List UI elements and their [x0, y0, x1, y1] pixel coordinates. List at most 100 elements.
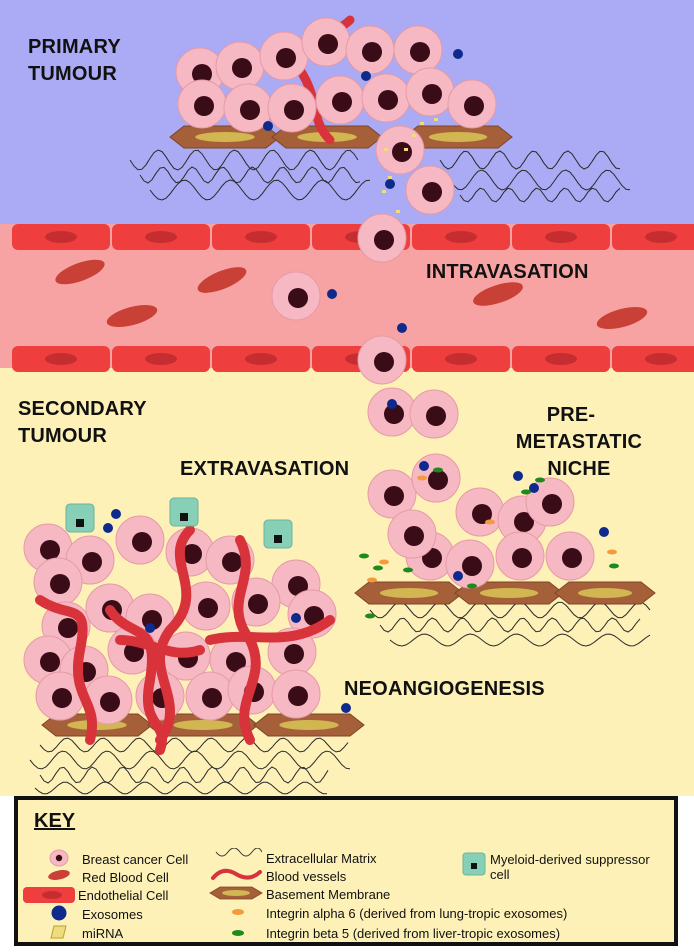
mdsc-nucleus: [180, 513, 188, 521]
breast-cancer-cell-nucleus: [100, 692, 120, 712]
endothelial-cell-icon: [22, 886, 76, 904]
exosome: [291, 613, 301, 623]
red-blood-cell-icon: [46, 868, 72, 882]
breast-cancer-cell-nucleus: [422, 84, 442, 104]
exosome: [453, 571, 463, 581]
breast-cancer-cell-nucleus: [240, 100, 260, 120]
breast-cancer-cell-nucleus: [222, 552, 242, 572]
key-red-blood-cell: Red Blood Cell: [82, 870, 169, 885]
endothelial-cell-nucleus: [145, 353, 177, 365]
breast-cancer-cell-nucleus: [332, 92, 352, 112]
basement-membrane-icon: [208, 886, 264, 900]
pre-metastatic-niche-label-line: NICHE: [514, 456, 644, 483]
exosome: [327, 289, 337, 299]
exosome: [453, 49, 463, 59]
breast-cancer-cell-nucleus: [542, 494, 562, 514]
secondary-tumour-label-line: SECONDARY: [18, 396, 147, 423]
endothelial-cell-nucleus: [45, 231, 77, 243]
exosome: [387, 399, 397, 409]
secondary-tumour-label: SECONDARY TUMOUR: [18, 396, 147, 450]
key-exosomes: Exosomes: [82, 907, 143, 922]
breast-cancer-cell-nucleus: [462, 556, 482, 576]
basement-membrane-nucleus: [578, 588, 632, 598]
myeloid-derived-suppressor-cell: [170, 498, 198, 526]
key-mdsc: Myeloid-derived suppressor cell: [490, 852, 650, 882]
endothelial-cell-nucleus: [545, 231, 577, 243]
key-mirna: miRNA: [82, 926, 123, 941]
myeloid-derived-suppressor-cell: [66, 504, 94, 532]
breast-cancer-cell-nucleus: [52, 688, 72, 708]
breast-cancer-cell-nucleus: [428, 470, 448, 490]
pre-metastatic-niche-label-line: PRE-: [498, 402, 644, 429]
myeloid-derived-suppressor-cell: [264, 520, 292, 548]
breast-cancer-cell-nucleus: [276, 48, 296, 68]
exosome: [419, 461, 429, 471]
exosome: [263, 121, 273, 131]
integrin-alpha6: [417, 476, 427, 481]
mirna: [382, 190, 386, 193]
endothelial-cell-nucleus: [645, 231, 677, 243]
basement-membrane-nucleus: [380, 588, 438, 598]
breast-cancer-cell-nucleus: [198, 598, 218, 618]
key-breast-cancer-cell: Breast cancer Cell: [82, 852, 188, 867]
breast-cancer-cell-nucleus: [362, 42, 382, 62]
breast-cancer-cell-nucleus: [82, 552, 102, 572]
breast-cancer-cell-nucleus: [404, 526, 424, 546]
integrin-alpha6: [367, 578, 377, 583]
breast-cancer-cell-nucleus: [288, 686, 308, 706]
neoangiogenesis-label: NEOANGIOGENESIS: [344, 676, 545, 703]
exosome: [341, 703, 351, 713]
mdsc-icon: [462, 852, 486, 876]
exosome: [103, 523, 113, 533]
endothelial-cell-nucleus: [245, 231, 277, 243]
endothelial-cell-nucleus: [645, 353, 677, 365]
mirna-icon: [50, 924, 68, 940]
primary-tumour-label-line: TUMOUR: [28, 61, 121, 88]
exosome: [599, 527, 609, 537]
integrin-beta5: [373, 566, 383, 571]
breast-cancer-cell-icon: [48, 848, 70, 868]
pre-metastatic-niche-label: PRE- METASTATIC NICHE: [514, 402, 644, 483]
integrin-alpha6: [607, 550, 617, 555]
mirna: [434, 118, 438, 121]
breast-cancer-cell-nucleus: [232, 58, 252, 78]
blood-vessel-icon: [210, 866, 262, 882]
exosome: [385, 179, 395, 189]
integrin-alpha6: [379, 560, 389, 565]
integrin-beta5: [403, 568, 413, 573]
mirna: [412, 134, 416, 137]
breast-cancer-cell-nucleus: [318, 34, 338, 54]
breast-cancer-cell-nucleus: [374, 352, 394, 372]
primary-tumour-label: PRIMARY TUMOUR: [28, 34, 121, 88]
key-mdsc-line: cell: [490, 867, 650, 882]
mirna: [384, 148, 388, 151]
breast-cancer-cell-nucleus: [422, 182, 442, 202]
breast-cancer-cell-nucleus: [132, 532, 152, 552]
mdsc-nucleus: [274, 535, 282, 543]
breast-cancer-cell-nucleus: [562, 548, 582, 568]
basement-membrane-nucleus: [279, 720, 338, 730]
integrin-beta5: [467, 584, 477, 589]
key-title: KEY: [34, 810, 75, 833]
exosome: [145, 623, 155, 633]
key-integrin-alpha6: Integrin alpha 6 (derived from lung-trop…: [266, 906, 567, 921]
basement-membrane-nucleus: [429, 132, 487, 142]
breast-cancer-cell-nucleus: [284, 644, 304, 664]
endothelial-cell-nucleus: [145, 231, 177, 243]
endothelial-cell-nucleus: [545, 353, 577, 365]
intravasation-label: INTRAVASATION: [426, 259, 589, 286]
mirna: [388, 176, 392, 179]
basement-membrane-nucleus: [480, 588, 538, 598]
key-endothelial-cell: Endothelial Cell: [78, 888, 168, 903]
key-blood-vessels: Blood vessels: [266, 869, 346, 884]
extravasation-label: EXTRAVASATION: [180, 456, 349, 483]
breast-cancer-cell-nucleus: [464, 96, 484, 116]
basement-membrane-nucleus: [173, 720, 232, 730]
secondary-tumour-label-line: TUMOUR: [18, 423, 147, 450]
extracellular-matrix-icon: [214, 848, 262, 862]
integrin-alpha6-icon: [230, 907, 246, 917]
exosome: [397, 323, 407, 333]
breast-cancer-cell-nucleus: [512, 548, 532, 568]
breast-cancer-cell-nucleus: [392, 142, 412, 162]
